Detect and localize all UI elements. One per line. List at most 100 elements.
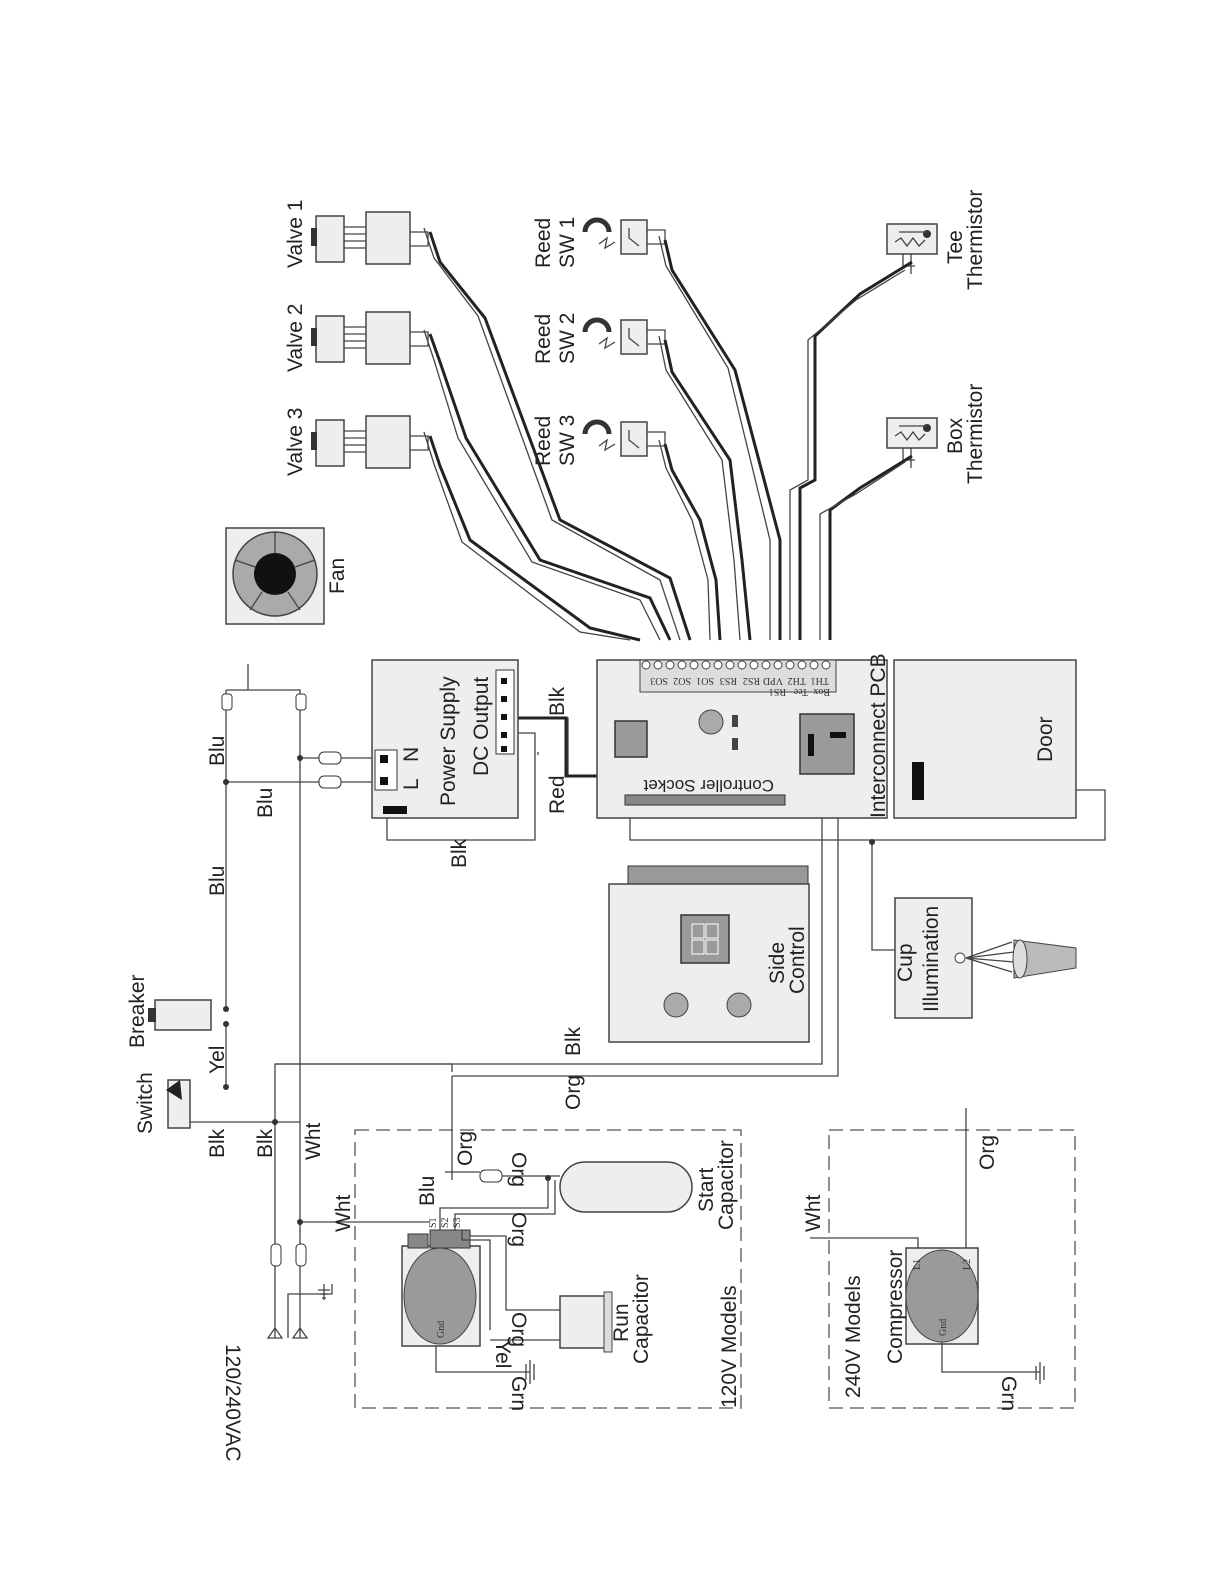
wire-label-wht-240: Wht [802, 1195, 825, 1233]
reed-switch-2 [582, 317, 666, 355]
reed-switch-1 [582, 217, 666, 255]
wire-label-blk-ps1: Blk [546, 686, 569, 716]
pcb-terminal-label: RS2 [743, 675, 760, 686]
power-supply [371, 659, 519, 819]
main-wires [188, 664, 1106, 1338]
pcb-pin [713, 660, 723, 670]
pcb-terminal-label: TH1 [811, 675, 829, 686]
pcb-terminal-label: Tee [793, 686, 808, 697]
component-labels: Valve 1 Valve 2 Valve 3 Reed SW 1 Reed S… [126, 190, 1057, 1462]
pcb-terminal-label: Box [813, 686, 830, 697]
box-thermistor [886, 417, 938, 468]
label-box-thermistor-b: Thermistor [964, 384, 987, 484]
run-capacitor [490, 1291, 613, 1353]
term-s2: S2 [440, 1217, 451, 1228]
label-ps-n: N [400, 747, 423, 762]
pcb-pin [641, 660, 651, 670]
valve-cables [423, 227, 692, 642]
wire-label-grn-240: Grn [997, 1376, 1020, 1411]
wire-label-org-120a: Org [454, 1131, 477, 1166]
label-run-capacitor-a: Run [610, 1303, 633, 1342]
pcb-terminal-label: VPD [763, 675, 783, 686]
pcb-pin [797, 660, 807, 670]
breaker [148, 999, 229, 1031]
pcb-pin [749, 660, 759, 670]
label-valve-3: Valve 3 [284, 408, 307, 477]
label-power-supply: Power Supply [437, 676, 460, 806]
term-l2: L2 [962, 1259, 973, 1270]
pcb-pin [773, 660, 783, 670]
wire-label-yel-120: Yel [491, 1340, 514, 1368]
label-reed-3b: SW 3 [556, 415, 579, 466]
pcb-pin [665, 660, 675, 670]
wire-label-grn-120: Grn [507, 1376, 530, 1411]
label-breaker: Breaker [126, 974, 149, 1048]
label-tee-thermistor-a: Tee [944, 230, 967, 264]
pcb-pin [677, 660, 687, 670]
wire-label-blk-long: Blk [562, 1026, 585, 1056]
label-box-thermistor-a: Box [944, 417, 967, 454]
pcb-pin [737, 660, 747, 670]
term-l1: L1 [912, 1259, 923, 1270]
thermistor-cables [789, 260, 913, 640]
wire-label-wht-main: Wht [302, 1123, 325, 1161]
wire-label-blk-sw2: Blk [254, 1128, 277, 1158]
label-reed-2b: SW 2 [556, 313, 579, 364]
valve-2 [311, 311, 429, 365]
label-reed-3a: Reed [532, 416, 555, 466]
compressor-240v [810, 1108, 1045, 1384]
label-ps-l: L [400, 778, 423, 790]
term-s3: S3 [452, 1217, 463, 1228]
term-s1: S1 [428, 1217, 439, 1228]
label-240v-models: 240V Models [842, 1275, 865, 1398]
label-interconnect-pcb: Interconnect PCB [867, 653, 890, 818]
pcb-terminal-label: TH2 [788, 675, 806, 686]
label-fan: Fan [326, 558, 349, 594]
pcb-terminal-label: SO1 [696, 675, 714, 686]
wire-label-wht-120: Wht [332, 1195, 355, 1233]
label-cup-illum-a: Cup [894, 943, 917, 982]
term-gnd-120: Gnd [436, 1321, 447, 1338]
wire-label-blu-120: Blu [416, 1176, 439, 1206]
label-120v-models: 120V Models [718, 1285, 741, 1408]
label-compressor: Compressor [884, 1250, 907, 1364]
wire-label-org-long: Org [562, 1075, 585, 1110]
wire-label-blu-1: Blu [206, 736, 229, 766]
enclosure-120v [354, 1129, 742, 1409]
wire-label-org-120b: Org [507, 1152, 530, 1187]
label-side-control-b: Control [786, 926, 809, 994]
term-gnd-240: Gnd [938, 1319, 949, 1336]
side-control [608, 865, 810, 1043]
compressor-terminal-labels: S1 S2 S3 Gnd Gnd L1 L2 [428, 1217, 973, 1338]
label-controller-socket: Controller Socket [643, 776, 774, 795]
pcb-pin [821, 660, 831, 670]
pcb-terminal-label: SO2 [673, 675, 691, 686]
label-start-capacitor-b: Capacitor [715, 1140, 738, 1230]
fan [225, 527, 325, 625]
label-cup-illum-b: Illumination [920, 906, 943, 1012]
pcb-terminal-label: SO3 [650, 675, 668, 686]
label-tee-thermistor-b: Thermistor [964, 190, 987, 290]
tee-thermistor [886, 223, 938, 274]
enclosure-240v [828, 1129, 1076, 1409]
wire-label-org-120c: Org [507, 1212, 530, 1247]
label-switch: Switch [134, 1072, 157, 1134]
start-capacitor [545, 1161, 693, 1213]
label-reed-1b: SW 1 [556, 217, 579, 268]
compressor-120v [401, 1171, 560, 1384]
door [893, 659, 1077, 819]
wire-label-blu-3: Blu [206, 866, 229, 896]
label-door: Door [1034, 716, 1057, 762]
wire-label-red: Red [546, 775, 569, 814]
cup-illumination [894, 897, 1077, 1019]
pcb-terminal-label: RS1 [769, 686, 786, 697]
label-dc-output: DC Output [470, 677, 493, 776]
interconnect-pcb [596, 659, 888, 819]
valve-3 [311, 415, 429, 469]
label-reed-1a: Reed [532, 218, 555, 268]
reed-switch-3 [582, 419, 666, 457]
wire-labels: Blu Blu Blu Blk Red Blk Yel Blk Blk Wht … [206, 686, 1020, 1411]
label-side-control-a: Side [766, 942, 789, 984]
